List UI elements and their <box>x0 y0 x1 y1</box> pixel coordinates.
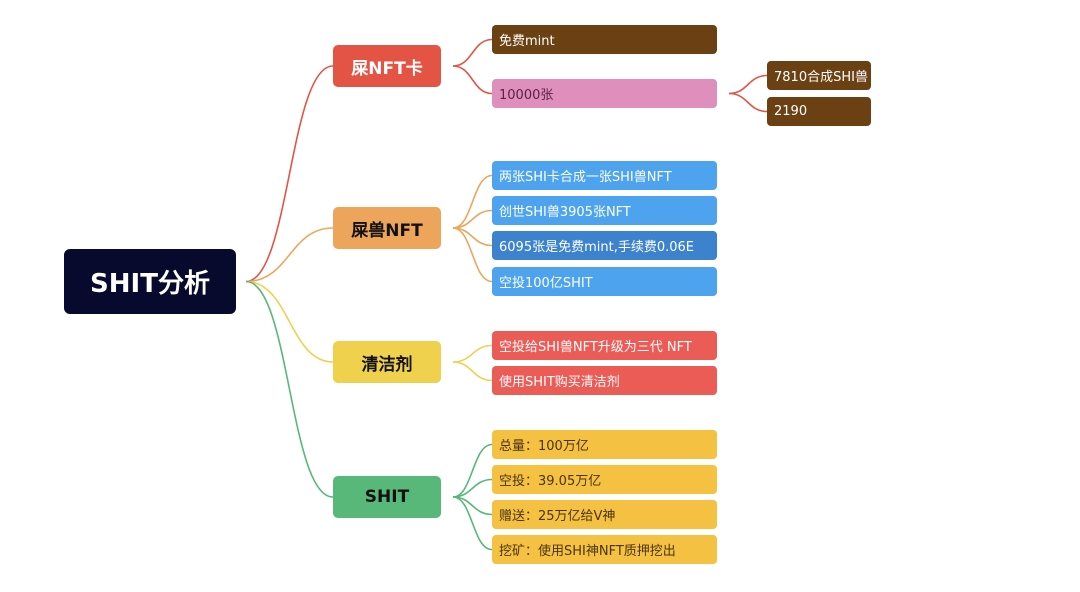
root-node[interactable]: SHIT分析 <box>64 249 236 314</box>
branch-leaf-connector <box>452 496 493 551</box>
branch-leaf-connector <box>452 38 493 67</box>
leaf-airdrop-amount[interactable]: 空投：39.05万亿 <box>492 465 717 494</box>
leaf-airdrop-100yi[interactable]: 空投100亿SHIT <box>492 267 717 296</box>
leaf-gift-vitalik[interactable]: 赠送：25万亿给V神 <box>492 500 717 529</box>
leaf-sub-connector <box>728 74 768 95</box>
branch-leaf-connector <box>452 478 493 498</box>
leaf-sub-connector <box>728 92 768 113</box>
sub-leaf-2190[interactable]: 2190 <box>767 97 871 126</box>
branch-leaf-connector <box>452 361 493 382</box>
leaf-buy-detergent[interactable]: 使用SHIT购买清洁剂 <box>492 366 717 395</box>
root-branch-connector <box>245 280 334 498</box>
branch-leaf-connector <box>452 209 493 229</box>
branch-leaf-connector <box>452 227 493 283</box>
branch-leaf-connector <box>452 65 493 95</box>
branch-node-shi-nft-card[interactable]: 屎NFT卡 <box>333 45 441 87</box>
leaf-free-mint[interactable]: 免费mint <box>492 25 717 54</box>
root-branch-connector <box>245 227 334 283</box>
branch-leaf-connector <box>452 174 493 229</box>
leaf-10000-cards[interactable]: 10000张 <box>492 79 717 108</box>
leaf-total-supply[interactable]: 总量：100万亿 <box>492 430 717 459</box>
root-branch-connector <box>245 280 334 363</box>
root-branch-connector <box>245 65 334 283</box>
leaf-upgrade-third-gen[interactable]: 空投给SHI兽NFT升级为三代 NFT <box>492 331 717 360</box>
leaf-6095-free-mint[interactable]: 6095张是免费mint,手续费0.06E <box>492 231 717 260</box>
leaf-genesis-3905[interactable]: 创世SHI兽3905张NFT <box>492 196 717 225</box>
branch-node-detergent[interactable]: 清洁剂 <box>333 341 441 383</box>
branch-node-shit-token[interactable]: SHIT <box>333 476 441 518</box>
sub-leaf-7810-merge[interactable]: 7810合成SHI兽 <box>767 61 871 90</box>
branch-leaf-connector <box>452 443 493 498</box>
branch-leaf-connector <box>452 344 493 363</box>
leaf-two-cards-merge[interactable]: 两张SHI卡合成一张SHI兽NFT <box>492 161 717 190</box>
leaf-mining[interactable]: 挖矿：使用SHI神NFT质押挖出 <box>492 535 717 564</box>
branch-node-shi-beast-nft[interactable]: 屎兽NFT <box>333 207 441 249</box>
